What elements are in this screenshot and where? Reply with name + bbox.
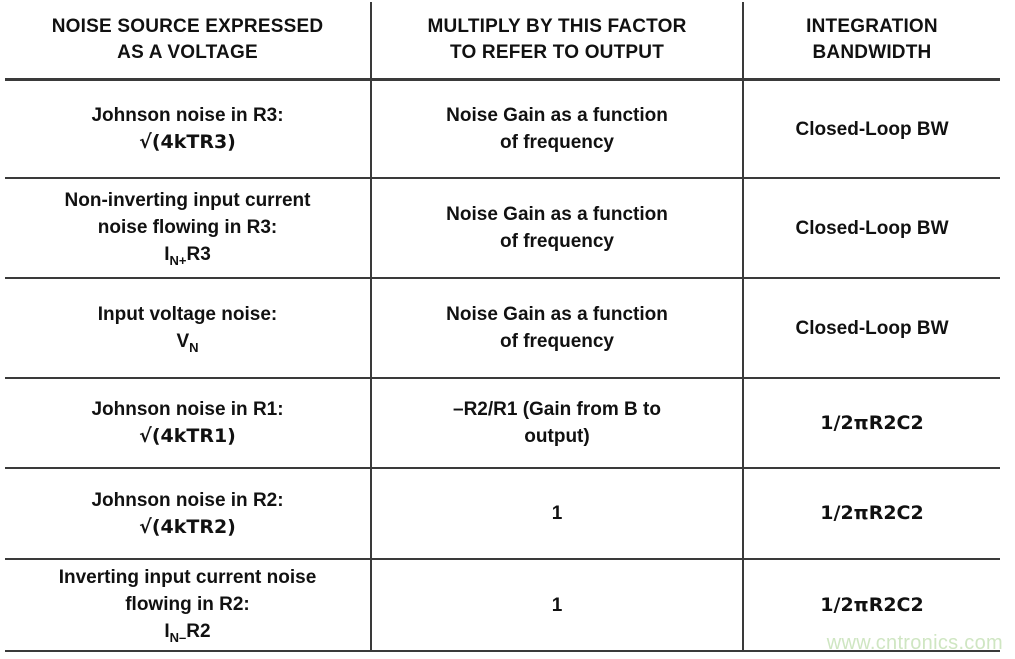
column-header-multiply-factor-line2: TO REFER TO OUTPUT [449, 42, 665, 63]
table-row: Non-inverting input current noise flowin… [5, 178, 1000, 279]
integration-bandwidth-value: Closed-Loop BW [795, 118, 949, 140]
multiply-factor-line1: Noise Gain as a function [446, 304, 668, 325]
column-header-integration-bandwidth-line2: BANDWIDTH [812, 42, 932, 63]
noise-source-description: Input voltage noise: [97, 303, 278, 325]
multiply-factor-line1: 1 [551, 594, 563, 616]
noise-source-expression: √(4kTR1) [139, 425, 236, 447]
integration-bandwidth-value: 1/2πR2C2 [820, 593, 924, 616]
cell-noise-source: Non-inverting input current noise flowin… [5, 178, 372, 279]
cell-integration-bandwidth: 1/2πR2C2 [743, 378, 1000, 469]
column-header-noise-source-line1: NOISE SOURCE EXPRESSED [51, 16, 324, 37]
cell-noise-source: Johnson noise in R2: √(4kTR2) [5, 468, 372, 560]
noise-source-description-cont: flowing in R2: [125, 594, 250, 615]
noise-symbol-tail: R3 [186, 244, 211, 265]
table-row: Johnson noise in R2: √(4kTR2) 1 1/2πR2C2 [5, 468, 1000, 560]
noise-symbol-tail: R2 [186, 621, 211, 642]
multiply-factor-line2: of frequency [499, 231, 615, 252]
noise-symbol: I [164, 244, 170, 265]
cell-multiply-factor: –R2/R1 (Gain from B to output) [371, 378, 744, 469]
noise-source-expression: VN [5, 328, 370, 356]
noise-symbol-subscript: N+ [169, 253, 187, 268]
column-header-noise-source-line2: AS A VOLTAGE [117, 42, 258, 63]
noise-source-description: Johnson noise in R3: [91, 105, 284, 126]
table-row: Johnson noise in R3: √(4kTR3) Noise Gain… [5, 79, 1000, 179]
noise-symbol: V [176, 330, 190, 352]
cell-multiply-factor: 1 [371, 468, 744, 560]
cell-multiply-factor: Noise Gain as a function of frequency [371, 79, 744, 179]
multiply-factor-line1: Noise Gain as a function [446, 105, 668, 126]
noise-source-description: Non-inverting input current [64, 190, 311, 211]
integration-bandwidth-value: Closed-Loop BW [795, 217, 949, 239]
column-header-integration-bandwidth-line1: INTEGRATION [806, 16, 938, 37]
table-row: Inverting input current noise flowing in… [5, 559, 1000, 652]
watermark: www.cntronics.com [826, 632, 1003, 654]
column-header-multiply-factor-line1: MULTIPLY BY THIS FACTOR [427, 16, 687, 37]
multiply-factor-line2: of frequency [499, 132, 615, 153]
cell-multiply-factor: 1 [371, 559, 744, 652]
multiply-factor-line2: output) [524, 426, 590, 447]
multiply-factor-line2: of frequency [499, 331, 615, 352]
multiply-factor-line1: –R2/R1 (Gain from B to [453, 399, 661, 420]
cell-noise-source: Input voltage noise: VN [5, 278, 372, 379]
noise-source-description-cont: noise flowing in R3: [97, 217, 278, 238]
cell-noise-source: Johnson noise in R1: √(4kTR1) [5, 378, 372, 469]
table-row: Input voltage noise: VN Noise Gain as a … [5, 278, 1000, 379]
noise-symbol-subscript: N [189, 339, 199, 355]
table-header-row: NOISE SOURCE EXPRESSED AS A VOLTAGE MULT… [5, 2, 1000, 81]
noise-source-description: Johnson noise in R2: [91, 489, 284, 511]
noise-source-expression: √(4kTR3) [139, 131, 236, 153]
cell-integration-bandwidth: Closed-Loop BW [743, 79, 1000, 179]
noise-contributions-table: NOISE SOURCE EXPRESSED AS A VOLTAGE MULT… [5, 2, 1000, 652]
column-header-integration-bandwidth: INTEGRATION BANDWIDTH [743, 2, 1000, 81]
noise-source-expression: √(4kTR2) [139, 515, 236, 538]
multiply-factor-line1: Noise Gain as a function [446, 204, 668, 225]
cell-multiply-factor: Noise Gain as a function of frequency [371, 278, 744, 379]
cell-noise-source: Inverting input current noise flowing in… [5, 559, 372, 652]
cell-noise-source: Johnson noise in R3: √(4kTR3) [5, 79, 372, 179]
noise-symbol: I [164, 621, 170, 642]
noise-source-description: Inverting input current noise [58, 567, 317, 588]
cell-integration-bandwidth: 1/2πR2C2 [743, 559, 1000, 652]
noise-symbol-subscript: N– [169, 630, 187, 645]
cell-integration-bandwidth: 1/2πR2C2 [743, 468, 1000, 560]
cell-multiply-factor: Noise Gain as a function of frequency [371, 178, 744, 279]
integration-bandwidth-value: Closed-Loop BW [795, 317, 949, 339]
noise-source-expression: IN+R3 [5, 241, 370, 269]
table-row: Johnson noise in R1: √(4kTR1) –R2/R1 (Ga… [5, 378, 1000, 469]
column-header-noise-source: NOISE SOURCE EXPRESSED AS A VOLTAGE [5, 2, 372, 81]
integration-bandwidth-value: 1/2πR2C2 [820, 411, 924, 434]
cell-integration-bandwidth: Closed-Loop BW [743, 178, 1000, 279]
noise-source-expression: IN–R2 [5, 618, 370, 646]
cell-integration-bandwidth: Closed-Loop BW [743, 278, 1000, 379]
integration-bandwidth-value: 1/2πR2C2 [820, 502, 924, 524]
noise-source-description: Johnson noise in R1: [91, 399, 284, 420]
multiply-factor-line1: 1 [551, 503, 563, 524]
column-header-multiply-factor: MULTIPLY BY THIS FACTOR TO REFER TO OUTP… [371, 2, 744, 81]
